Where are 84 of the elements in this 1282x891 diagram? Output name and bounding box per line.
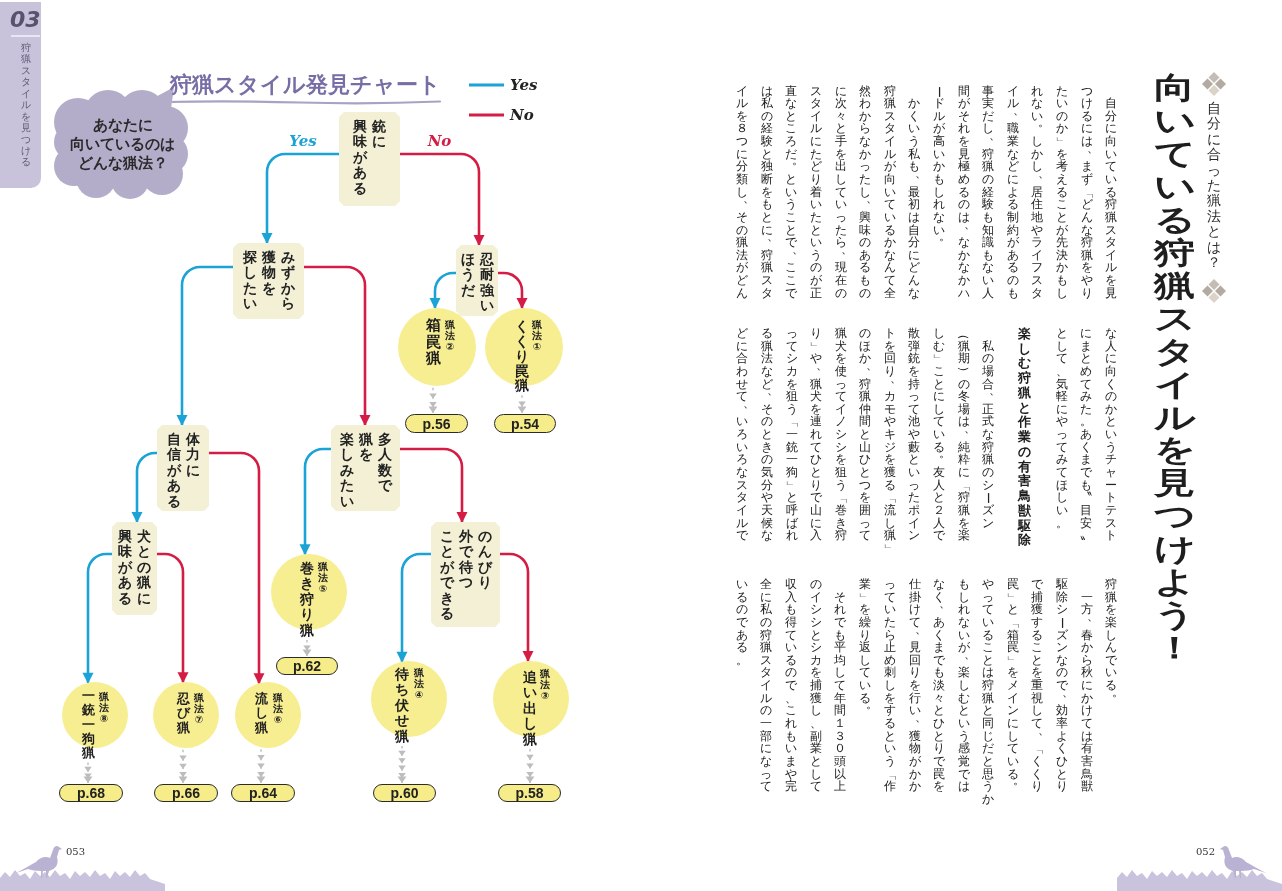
question-text: のんびり外で待つことができる <box>439 529 492 622</box>
page-title: 向いている狩猟スタイルを見つけよう！ <box>1154 72 1195 665</box>
page-pill <box>231 784 295 802</box>
page-reference: p.62 <box>293 659 321 673</box>
page-reference: p.60 <box>390 786 419 800</box>
branch-arrow <box>299 447 331 556</box>
question-box <box>339 112 400 206</box>
branch-arrow <box>304 265 371 426</box>
chevron-trail <box>302 639 312 657</box>
chevron-trail <box>256 748 266 784</box>
branch-arrow <box>209 451 265 685</box>
method-number: 猟法⑤ <box>318 561 328 594</box>
page-number: 053 <box>66 846 86 857</box>
method-number: 猟法② <box>445 319 455 352</box>
method-name: くくり罠猟 <box>515 319 529 394</box>
body-paragraph: それでも平均して年間１３０頭以上のイシシとシカを捕獲し、副業として収入も得ているので、これもいまや完全に私の狩猟スタイルの一部になっているのである。 <box>736 578 847 796</box>
branch-arrow <box>400 447 468 523</box>
method-name: 巻き狩り猟 <box>300 561 314 638</box>
page-reference: p.56 <box>422 416 451 431</box>
question-text: 忍耐強いほうだ <box>460 252 494 314</box>
question-text: 銃に興味がある <box>353 119 386 196</box>
method-name: 待ち伏せ猟 <box>395 667 409 744</box>
question-box <box>157 425 209 511</box>
branch-arrow <box>176 265 233 426</box>
question-box <box>112 522 157 615</box>
section-heading: 楽しむ狩猟と作業の有害鳥獣駆除 <box>1018 327 1032 548</box>
method-name: 忍び猟 <box>176 692 190 735</box>
question-text: 多人数で猟を楽しみたい <box>339 432 392 509</box>
method-number: 猟法① <box>532 319 542 352</box>
method-name: 流し猟 <box>254 692 268 735</box>
body-paragraph: 狩猟を楽しんでいる。 <box>1105 578 1117 701</box>
page-reference: p.54 <box>511 416 539 431</box>
method-name: 追い出し猟 <box>523 670 537 747</box>
branch-arrow <box>500 552 534 663</box>
page-pill <box>154 784 218 802</box>
question-text: みずから獲物を探したい <box>242 250 295 312</box>
chapter-title: 狩猟スタイルを見つける <box>21 42 32 168</box>
question-text: 犬との猟に興味がある <box>118 529 151 608</box>
page-pill <box>405 414 468 433</box>
body-paragraph: 私の場合、正式な狩猟のシーズン（猟期）の冬場は、純粋に「狩猟を楽しむ」ことにしている。友人と２人で散弾銃を持って池や藪といったポイントを回り、カモやキジを獲る「流し猟」のほか、狩猟仲間と山ひとつを囲って猟犬を使ってイノシシを狙う「巻き狩り」や、猟犬を連れてひとりで山に入ってシカを狙う「一銃一狗」と呼ばれる猟法など、そのときの気分や天候などに合わせて、いろいろなスタイルで <box>736 327 994 555</box>
page-number: 052 <box>1196 846 1216 857</box>
chevron-trail <box>428 387 438 414</box>
page-reference: p.58 <box>515 786 544 800</box>
page-reference: p.66 <box>172 786 200 800</box>
question-text: 体力に自信がある <box>166 432 200 509</box>
question-box <box>233 243 304 319</box>
method-number: 猟法⑦ <box>194 692 204 725</box>
page-subtitle: 自分に合った猟法とは？ <box>1207 101 1221 271</box>
body-paragraph: な人に向くのかというチャートテストにまとめてみた。あくまでも〝目安〟として、気軽にやってみてほしい。 <box>1056 327 1117 545</box>
page-reference: p.68 <box>77 786 105 800</box>
page-pill <box>276 657 338 675</box>
branch-arrow <box>261 152 339 244</box>
branch-arrow <box>82 552 112 684</box>
chapter-number: 03 <box>10 9 41 31</box>
body-paragraph: かくいう私も、最初は自分にどんな狩猟スタイルが向いているかなんて全然わからなかったし、興味のあるものに次々と手を出していったら、現在のスタイルにたどり着いたというのが正直なところだ。ということで、ここでは私の経験と独断をもとに、狩猟スタイルを８つに分類し、その猟法がどん <box>736 84 920 300</box>
chevron-trail <box>83 761 93 784</box>
branch-arrow <box>396 552 431 663</box>
chart-title: 狩猟スタイル発見チャート <box>170 73 441 98</box>
branch-arrow <box>400 152 485 246</box>
body-paragraph: 一方、春から秋にかけては有害鳥獣駆除シーズンなので、効率よくひとりで捕獲することを重視して、「くくり罠」と「箱罠」をメインにしている。やっていることは狩猟と同じだと思うかもしれないが、楽しむという感覚ではなく、あくまでも淡々とひとりで罠を仕掛けて、見回りを行い、獲物がかかっていたら止め刺しをするという「作業」を繰り返している。 <box>859 578 1093 806</box>
method-number: 猟法③ <box>540 668 550 701</box>
page-pill <box>494 414 556 433</box>
branch-arrow <box>498 271 528 310</box>
cloud-text: あなたに向いているのはどんな猟法？ <box>69 116 176 173</box>
method-name: 一銃一狗猟 <box>81 689 95 761</box>
branch-arrow <box>157 552 189 684</box>
method-number: 猟法⑧ <box>99 691 109 724</box>
page-pill <box>373 784 436 802</box>
chevron-trail <box>178 749 188 784</box>
page-pill <box>59 784 123 802</box>
body-paragraph: 自分に向いている狩猟スタイルを見つけるには、まず「どんな狩猟をやりたいのか」を考えることが先決かもしれない。しかし、居住地やライフスタイル、職業などによる制約があるのも事実だし、狩猟の経験も知識もない人間がそれを見極めるのは、なかなかハードルが高いかもしれない。 <box>933 84 1117 300</box>
legend-label: Yes <box>510 76 538 94</box>
chevron-trail <box>517 394 527 414</box>
method-number: 猟法④ <box>414 667 424 700</box>
page-reference: p.64 <box>249 786 277 800</box>
legend-label: No <box>510 106 534 124</box>
method-name: 箱罠猟 <box>425 317 441 367</box>
question-box <box>431 522 500 627</box>
chevron-trail <box>525 748 535 784</box>
method-number: 猟法⑥ <box>273 692 283 725</box>
question-box <box>331 425 400 511</box>
question-box <box>456 245 498 316</box>
page-pill <box>498 784 561 802</box>
chevron-trail <box>397 745 407 784</box>
